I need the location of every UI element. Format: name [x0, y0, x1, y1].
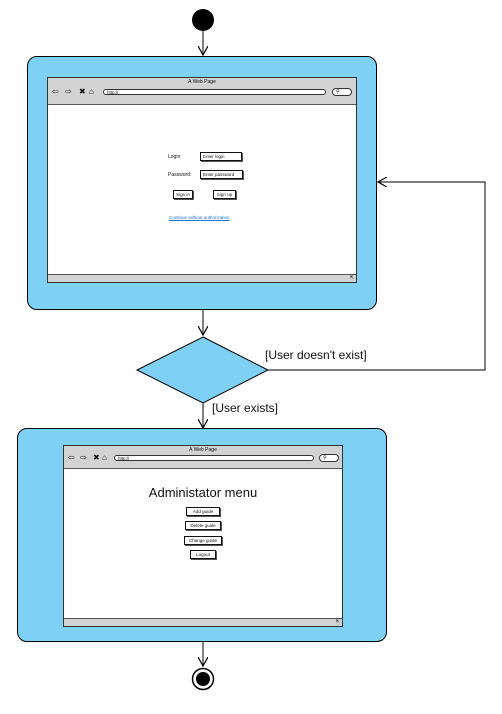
resize-grip-icon[interactable]: ⇱	[349, 275, 354, 281]
add-guide-button[interactable]: Add guide	[186, 507, 220, 516]
forward-arrow-icon[interactable]: ⇨	[80, 453, 87, 462]
back-arrow-icon[interactable]: ⇦	[68, 453, 75, 462]
admin-menu-heading: Administator menu	[148, 485, 258, 500]
login-state: A Web Page ⇦ ⇨ ✖ ⌂ http:// ⚲ Login: Ente…	[27, 56, 377, 310]
password-label: Password:	[168, 172, 192, 178]
login-browser-window: A Web Page ⇦ ⇨ ✖ ⌂ http:// ⚲ Login: Ente…	[47, 77, 357, 283]
decision-node	[135, 336, 270, 404]
forward-arrow-icon[interactable]: ⇨	[65, 87, 72, 96]
sign-in-button[interactable]: Sign in	[173, 190, 193, 199]
admin-titlebar: A Web Page ⇦ ⇨ ✖ ⌂ http:// ⚲	[64, 446, 342, 469]
sign-up-button[interactable]: Sign up	[213, 190, 236, 199]
logout-button[interactable]: Logout	[190, 550, 216, 559]
admin-url-bar[interactable]: http://	[114, 455, 314, 461]
change-guide-button[interactable]: Change guide	[184, 536, 222, 545]
login-label: Login:	[168, 154, 182, 160]
login-titlebar: A Web Page ⇦ ⇨ ✖ ⌂ http:// ⚲	[48, 78, 356, 105]
search-icon: ⚲	[336, 89, 340, 95]
login-statusbar: ⇱	[48, 274, 356, 282]
user-exists-label: [User exists]	[212, 401, 279, 415]
close-x-icon[interactable]: ✖	[93, 453, 100, 462]
login-search-pill[interactable]: ⚲	[332, 88, 352, 96]
login-input[interactable]: Enter login	[200, 152, 242, 161]
login-url-bar[interactable]: http://	[103, 89, 326, 95]
resize-grip-icon[interactable]: ⇱	[335, 619, 340, 625]
close-x-icon[interactable]: ✖	[79, 87, 86, 96]
home-icon[interactable]: ⌂	[102, 453, 107, 462]
start-node	[192, 9, 214, 31]
edge-retry-loop	[268, 182, 486, 371]
back-arrow-icon[interactable]: ⇦	[52, 87, 59, 96]
admin-browser-window: A Web Page ⇦ ⇨ ✖ ⌂ http:// ⚲ Administato…	[63, 445, 343, 627]
admin-statusbar: ⇱	[64, 618, 342, 626]
search-icon: ⚲	[323, 455, 327, 461]
continue-without-authorization-link[interactable]: Continue without authorization	[169, 215, 230, 220]
admin-window-title: A Web Page	[189, 447, 217, 453]
user-doesnt-exist-label: [User doesn't exist]	[265, 348, 367, 362]
home-icon[interactable]: ⌂	[89, 87, 94, 96]
password-input[interactable]: Enter password	[200, 170, 243, 179]
login-window-title: A Web Page	[188, 79, 216, 85]
admin-state: A Web Page ⇦ ⇨ ✖ ⌂ http:// ⚲ Administato…	[17, 428, 387, 642]
end-node	[196, 672, 210, 686]
delete-guide-button[interactable]: Delete guide	[185, 521, 221, 530]
admin-search-pill[interactable]: ⚲	[319, 454, 339, 462]
